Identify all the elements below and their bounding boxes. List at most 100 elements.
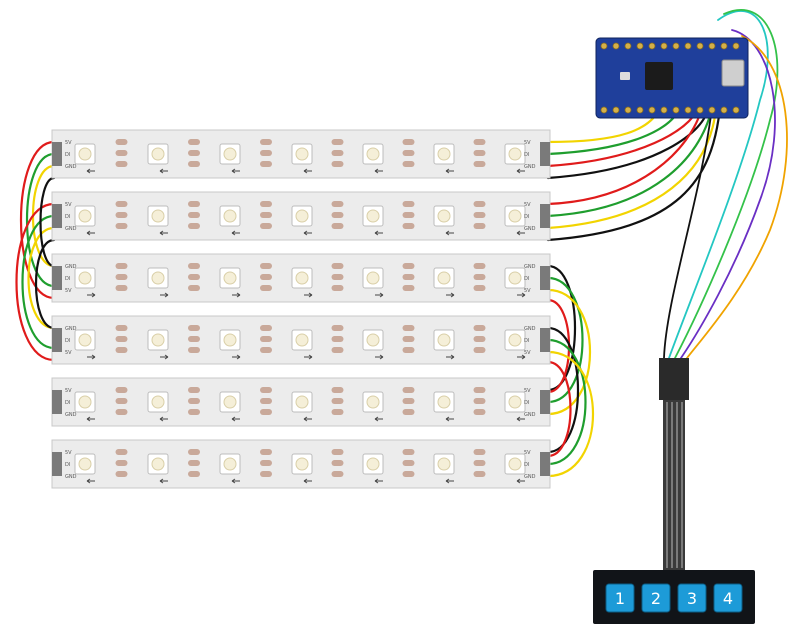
wire [546,106,718,230]
resistor-pad [188,336,200,342]
keypad-key-4[interactable]: 4 [713,583,743,613]
pin-label: GND [524,264,536,270]
resistor-pad [402,150,415,156]
keypad-key-face[interactable] [641,583,671,613]
resistor-pad [115,398,128,404]
keypad-key-label: 4 [723,589,733,608]
resistor-pad [188,325,200,331]
pin-label: GND [524,164,536,170]
board-pin [732,106,740,114]
strip-end-pad [52,452,62,476]
strip-end-pad [540,142,550,166]
resistor-pad [402,161,415,167]
reset-button [620,72,630,80]
resistor-pad [473,387,486,393]
direction-arrow-icon [159,416,168,422]
led [508,395,522,409]
strip-end-pad [52,204,62,228]
resistor-pad [260,449,272,455]
keypad-key-3[interactable]: 3 [677,583,707,613]
resistor-pad [473,347,486,353]
pin-label: 5V [65,388,72,394]
keypad-key-face[interactable] [713,583,743,613]
resistor-pad [115,336,128,342]
resistor-pad [260,398,272,404]
led [223,333,237,347]
resistor-pad [260,274,272,280]
led [366,209,380,223]
led [295,271,309,285]
wire [39,176,56,268]
resistor-pad [473,460,486,466]
wire [546,106,722,242]
led [437,395,451,409]
pin-label: GND [65,412,77,418]
direction-arrow-icon [445,478,454,484]
led [295,395,309,409]
board-pin [672,106,680,114]
pin-label: DI [65,400,70,406]
board-pin [696,106,704,114]
direction-arrow-icon [231,168,240,174]
resistor-pad [115,471,128,477]
led [223,147,237,161]
strip-end-pad [540,328,550,352]
direction-arrow-icon [516,168,525,174]
wires-layer [15,9,788,478]
pin-label: GND [524,474,536,480]
resistor-pad [188,471,200,477]
resistor-pad [188,409,200,415]
resistor-pad [473,212,486,218]
keypad-key-face[interactable] [677,583,707,613]
resistor-pad [402,449,415,455]
keypad-key-1[interactable]: 1 [605,583,635,613]
resistor-pad [402,201,415,207]
wire [686,35,788,359]
board-pin [732,42,740,50]
board-pin [708,106,716,114]
resistor-pad [260,471,272,477]
board-pin [720,106,728,114]
resistor-pad [402,139,415,145]
resistor-pad [115,274,128,280]
pin-label: 5V [65,140,72,146]
resistor-pad [331,161,344,167]
direction-arrow-icon [159,168,168,174]
wire [27,226,56,330]
pin-label: GND [524,412,536,418]
led [437,209,451,223]
keypad-key-face[interactable] [605,583,635,613]
pin-label: GND [65,226,77,232]
led [366,333,380,347]
direction-arrow-icon [375,354,384,360]
resistor-pad [331,398,344,404]
pin-label: GND [524,326,536,332]
resistor-pad [188,460,200,466]
led [151,271,165,285]
strip-end-pad [52,266,62,290]
direction-arrow-icon [445,416,454,422]
resistor-pad [331,347,344,353]
pin-label: DI [524,338,529,344]
resistor-pad [115,223,128,229]
resistor-pad [473,223,486,229]
board-pin [648,106,656,114]
direction-arrow-icon [86,230,95,236]
resistor-pad [331,263,344,269]
board-pin-headers [600,42,740,114]
pin-label: GND [65,164,77,170]
pin-label: 5V [65,202,72,208]
led [223,271,237,285]
wire [26,152,56,288]
keypad-key-2[interactable]: 2 [641,583,671,613]
keypad-key-label: 3 [687,589,697,608]
wire [546,106,714,218]
pin-label: 5V [524,140,531,146]
strip-end-pad [52,328,62,352]
resistor-pad [402,387,415,393]
pin-label: GND [65,264,77,270]
